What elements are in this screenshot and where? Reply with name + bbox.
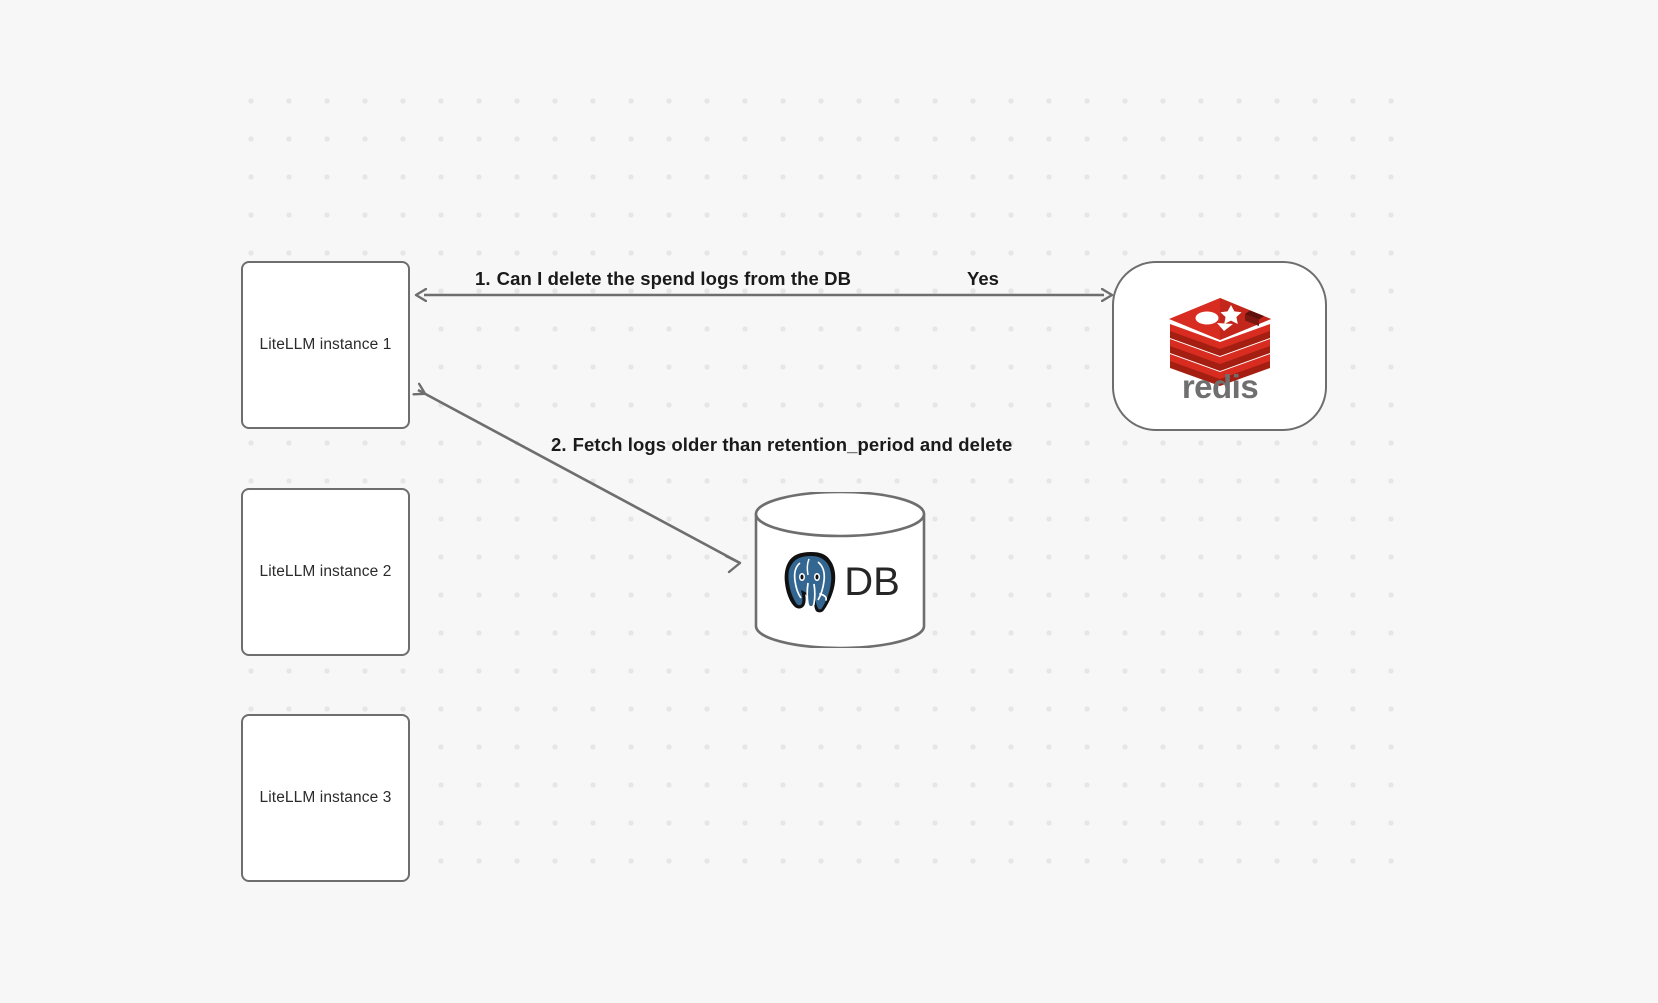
- edge-1-text: Can I delete the spend logs from the DB: [496, 268, 852, 289]
- db-label: DB: [844, 560, 900, 604]
- node-litellm-instance-2-label: LiteLLM instance 2: [259, 563, 392, 580]
- node-litellm-instance-3[interactable]: LiteLLM instance 3: [241, 714, 410, 882]
- node-redis[interactable]: redis: [1112, 261, 1327, 431]
- node-litellm-instance-3-label: LiteLLM instance 3: [259, 789, 392, 806]
- svg-text:redis: redis: [1181, 368, 1257, 404]
- edge-2-text: Fetch logs older than retention_period a…: [572, 434, 1013, 455]
- node-database[interactable]: DB: [753, 492, 927, 648]
- postgresql-elephant-icon: [780, 550, 842, 614]
- cylinder-shape: [754, 492, 926, 648]
- edge-2-label: 2.Fetch logs older than retention_period…: [551, 434, 1012, 456]
- edge-1-label: 1.Can I delete the spend logs from the D…: [475, 268, 851, 290]
- db-logo-group: DB: [753, 492, 927, 648]
- edge-2-number: 2.: [551, 434, 567, 455]
- node-litellm-instance-1-label: LiteLLM instance 1: [259, 336, 392, 353]
- edge-1-reply-label: Yes: [967, 268, 999, 289]
- node-litellm-instance-2[interactable]: LiteLLM instance 2: [241, 488, 410, 656]
- node-litellm-instance-1[interactable]: LiteLLM instance 1: [241, 261, 410, 429]
- edge-1-number: 1.: [475, 268, 491, 289]
- redis-logo-icon: redis: [1160, 288, 1280, 404]
- edge-db-to-litellm1: [418, 390, 742, 574]
